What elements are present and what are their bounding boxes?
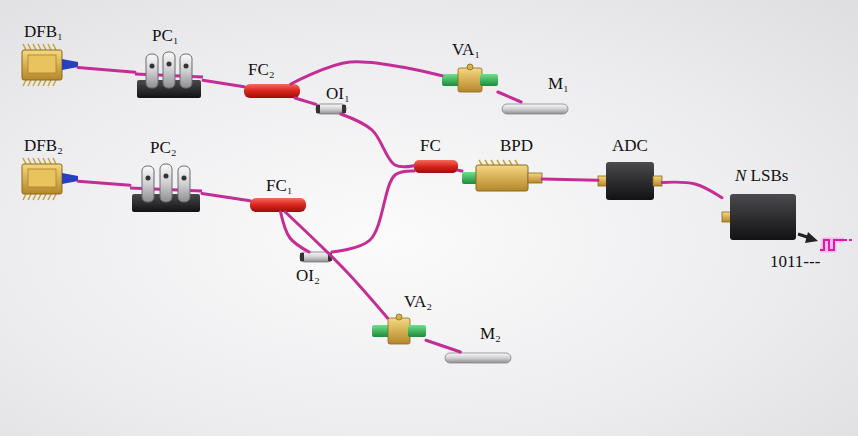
component-label: VA₁: [452, 40, 480, 60]
optical-component: DFB₁: [20, 46, 78, 84]
optical-component: FC₂: [244, 84, 300, 98]
optical-fiber: [332, 171, 414, 252]
variable-attenuator: [372, 314, 426, 344]
optical-component: VA₂: [372, 318, 426, 344]
optical-fiber: [426, 340, 460, 352]
output-arrowhead: [805, 232, 818, 243]
lsb-extractor-box: [722, 194, 796, 240]
adc-box: [598, 162, 662, 200]
optical-fiber: [78, 181, 130, 185]
component-label: M₂: [480, 324, 501, 344]
component-label: ADC: [612, 136, 648, 156]
bit-output-label: 1011---: [770, 252, 820, 272]
bit-waveform: [820, 240, 844, 250]
balanced-photodetector: [462, 160, 542, 191]
optical-component: OI₁: [316, 104, 346, 114]
polarization-controller: [130, 164, 202, 212]
optical-component: ADC: [598, 160, 662, 202]
fiber-coupler: [414, 160, 458, 173]
optical-component: BPD: [462, 163, 542, 193]
optical-fiber: [203, 80, 244, 86]
component-label: DFB₁: [24, 22, 63, 42]
optical-fiber: [542, 179, 598, 180]
component-label: M₁: [548, 74, 569, 94]
optical-component: PC₂: [130, 162, 202, 214]
component-label: N LSBs: [735, 166, 788, 186]
optical-fiber: [281, 212, 310, 252]
optical-fiber: [291, 62, 442, 84]
fiber-coupler: [250, 198, 306, 212]
optical-fiber: [498, 92, 521, 102]
optical-component: OI₂: [300, 252, 332, 262]
component-label: FC₂: [248, 60, 275, 80]
optical-fiber: [295, 98, 316, 104]
optical-component: FC: [414, 160, 458, 173]
optical-component: M₁: [502, 102, 568, 114]
component-label: VA₂: [404, 292, 432, 312]
optical-fiber: [662, 182, 722, 197]
component-label: PC₂: [150, 138, 177, 158]
optical-component: M₂: [445, 352, 511, 364]
dfb-laser: [22, 44, 78, 86]
optical-component: VA₁: [442, 68, 498, 92]
fiber-mirror: [445, 353, 511, 363]
component-label: DFB₂: [24, 136, 63, 156]
dfb-laser: [22, 158, 78, 200]
bit-waveform-glow: [820, 240, 844, 250]
optical-fiber: [202, 193, 250, 200]
optical-component: DFB₂: [20, 160, 78, 198]
fiber-mirror: [502, 104, 568, 114]
optical-component: FC₁: [250, 198, 306, 212]
fiber-coupler: [244, 84, 300, 98]
optical-fiber: [341, 114, 414, 167]
component-label: OI₁: [326, 84, 350, 104]
bit-waveform-dashes: [844, 239, 852, 241]
component-label: OI₂: [296, 266, 320, 286]
component-label: FC₁: [266, 176, 293, 196]
component-label: BPD: [500, 136, 533, 156]
optical-fiber: [285, 212, 387, 318]
optical-component: PC₁: [135, 50, 203, 100]
variable-attenuator: [442, 64, 498, 92]
optical-component: N LSBs: [722, 192, 798, 242]
component-label: FC: [420, 136, 441, 156]
optical-isolator: [316, 104, 346, 114]
component-label: PC₁: [152, 26, 179, 46]
optical-fiber: [458, 169, 462, 173]
optical-fiber: [78, 67, 135, 72]
polarization-controller: [135, 52, 203, 98]
